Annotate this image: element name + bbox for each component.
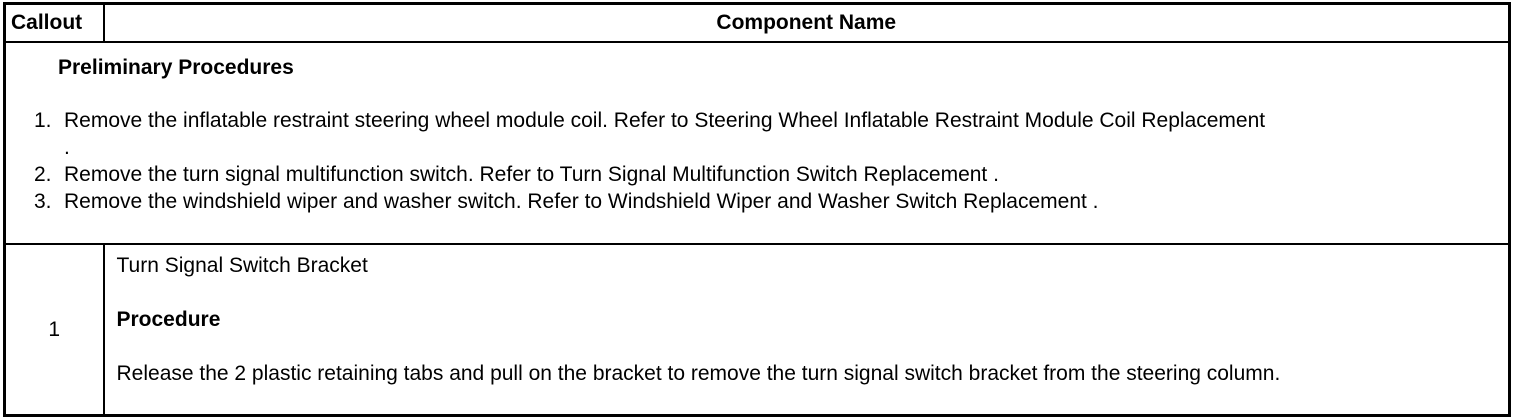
step-number: 3. [34, 190, 52, 213]
preliminary-procedures-cell: Preliminary Procedures 1. Remove the inf… [3, 41, 1511, 245]
component-name-column-header: Component Name [102, 2, 1511, 43]
callout-component-table: Callout Component Name Preliminary Proce… [3, 2, 1511, 417]
callout-column-header: Callout [3, 2, 105, 43]
procedure-text: Release the 2 plastic retaining tabs and… [116, 362, 1281, 385]
list-item-step-2: 2. Remove the turn signal multifunction … [6, 161, 1490, 188]
table-row: 1 Turn Signal Switch Bracket Procedure R… [3, 243, 1511, 417]
step-text: Remove the windshield wiper and washer s… [64, 190, 1099, 213]
component-name-text: Turn Signal Switch Bracket [116, 254, 368, 277]
component-cell: Turn Signal Switch Bracket Procedure Rel… [102, 243, 1511, 417]
procedure-label: Procedure [116, 308, 221, 331]
step-text: Remove the inflatable restraint steering… [64, 109, 1266, 159]
preliminary-procedures-row: Preliminary Procedures 1. Remove the inf… [3, 41, 1511, 245]
list-item-step-1: 1. Remove the inflatable restraint steer… [6, 107, 1490, 161]
list-item-step-3: 3. Remove the windshield wiper and washe… [6, 188, 1490, 215]
preliminary-procedures-title: Preliminary Procedures [58, 56, 294, 79]
step-text: Remove the turn signal multifunction swi… [64, 163, 999, 186]
callout-number-cell: 1 [3, 243, 105, 417]
table-header-row: Callout Component Name [3, 2, 1511, 43]
preliminary-steps-list: 1. Remove the inflatable restraint steer… [6, 107, 1490, 215]
step-number: 1. [34, 109, 52, 132]
step-number: 2. [34, 163, 52, 186]
